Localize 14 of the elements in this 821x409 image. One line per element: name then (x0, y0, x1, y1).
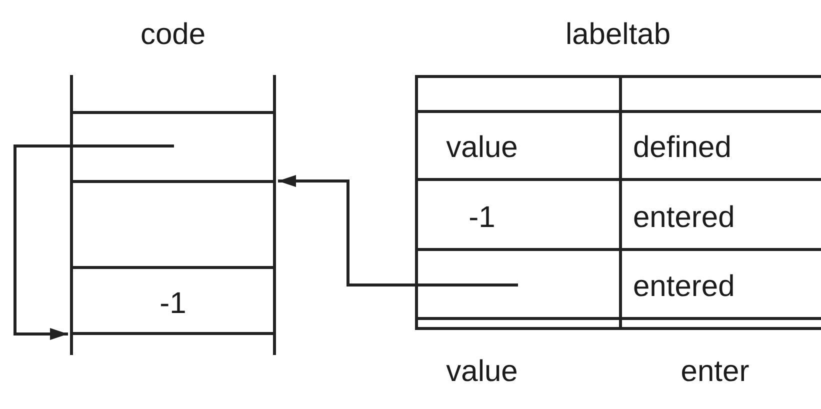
heading: code (139, 17, 207, 53)
arrow (278, 175, 518, 286)
cell-value: entered (633, 269, 735, 305)
arrow (14, 144, 174, 340)
heading: labeltab (564, 17, 672, 53)
cell-value: value (446, 130, 518, 166)
cell-value: entered (633, 200, 735, 236)
memory-cell (70, 266, 276, 335)
column-label: enter (680, 354, 750, 390)
cell-value: -1 (158, 286, 188, 322)
cell-value: -1 (468, 200, 496, 236)
table-cell (415, 248, 622, 320)
cell-value: defined (633, 130, 732, 166)
column-label: value (446, 354, 518, 390)
